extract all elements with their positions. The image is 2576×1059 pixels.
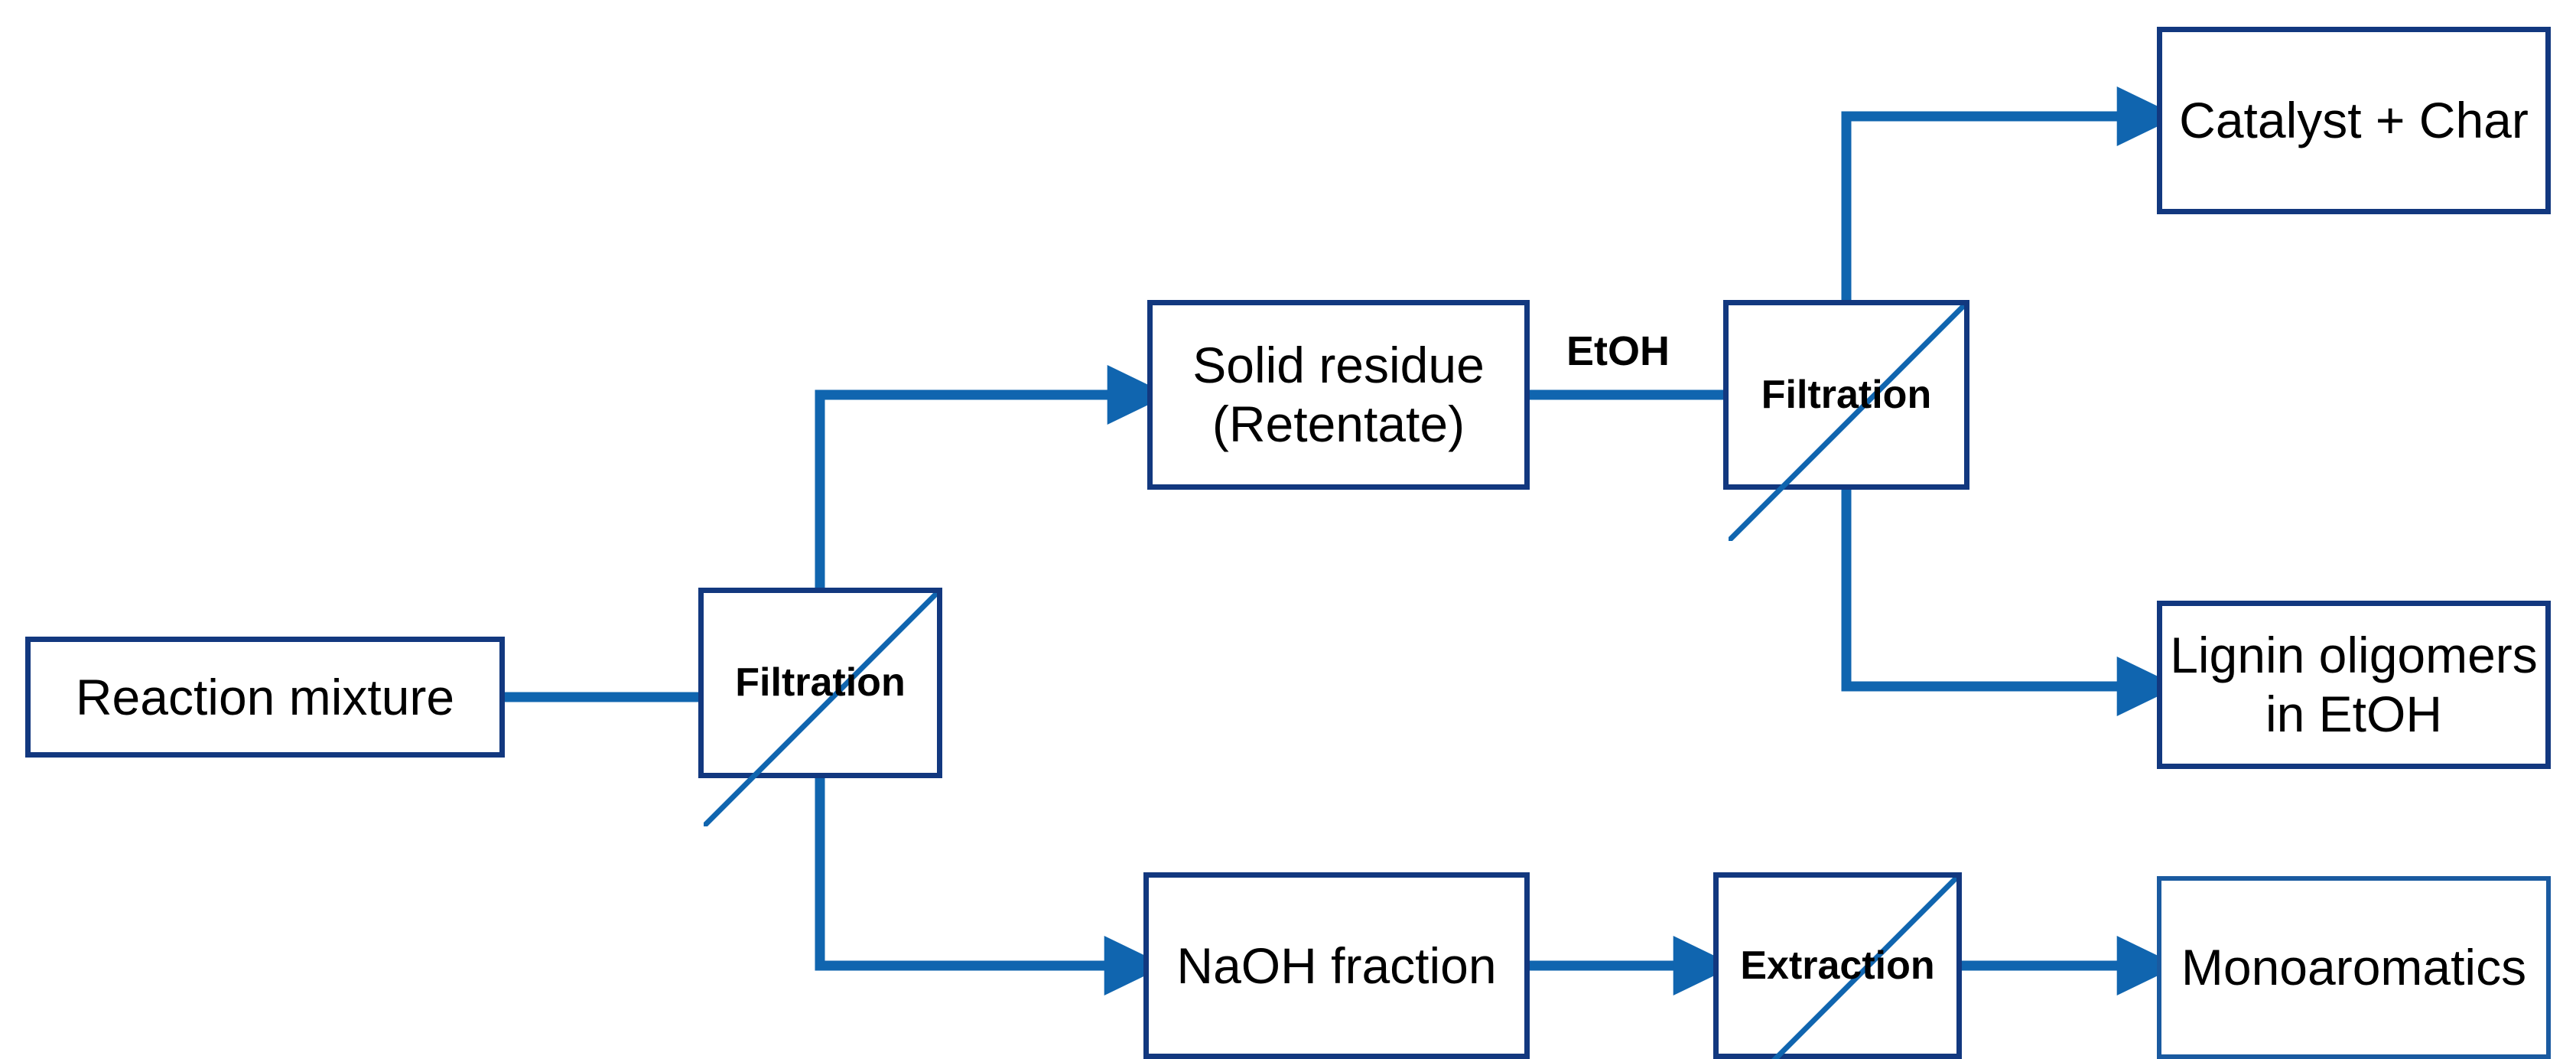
node-label-filtration-2: Filtration xyxy=(1761,372,1932,417)
node-label-lignin-oligomers: Lignin oligomers in EtOH xyxy=(2170,627,2538,742)
connector-filtration2-to-lignin-oligomers xyxy=(1841,490,2179,716)
node-solid-residue[interactable]: Solid residue (Retentate) xyxy=(1147,300,1530,490)
node-naoh-fraction[interactable]: NaOH fraction xyxy=(1143,872,1530,1059)
node-extraction[interactable]: Extraction xyxy=(1713,872,1962,1059)
node-label-solid-residue: Solid residue (Retentate) xyxy=(1192,337,1485,452)
node-filtration-1[interactable]: Filtration xyxy=(698,588,942,778)
node-catalyst-char[interactable]: Catalyst + Char xyxy=(2157,27,2551,214)
node-label-filtration-1: Filtration xyxy=(735,660,906,705)
connector-filtration2-to-catalyst-char xyxy=(1841,86,2179,300)
node-monoaromatics[interactable]: Monoaromatics xyxy=(2157,876,2551,1059)
node-label-monoaromatics: Monoaromatics xyxy=(2181,939,2527,996)
stream-label-etoh: EtOH xyxy=(1566,328,1670,374)
node-label-naoh-fraction: NaOH fraction xyxy=(1176,937,1497,994)
node-lignin-oligomers[interactable]: Lignin oligomers in EtOH xyxy=(2157,601,2551,769)
connector-filtration1-to-naoh xyxy=(815,778,1166,995)
node-filtration-2[interactable]: Filtration xyxy=(1723,300,1969,490)
node-label-catalyst-char: Catalyst + Char xyxy=(2179,92,2529,149)
node-reaction-mixture[interactable]: Reaction mixture xyxy=(25,637,505,758)
node-label-extraction: Extraction xyxy=(1740,943,1935,988)
connector-filtration1-to-solid-residue xyxy=(815,365,1169,588)
node-label-reaction-mixture: Reaction mixture xyxy=(75,668,455,725)
